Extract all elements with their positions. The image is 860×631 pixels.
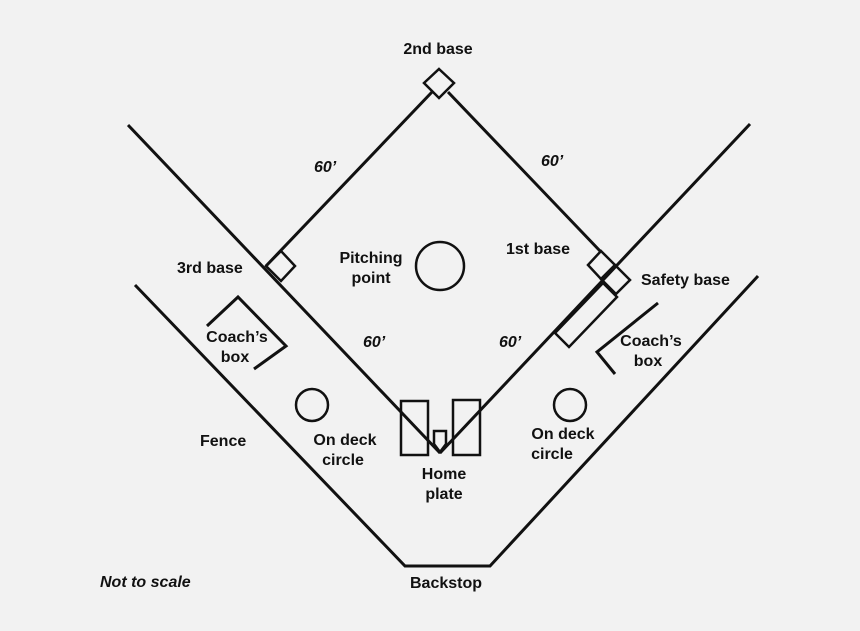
batters-box-left — [399, 399, 430, 457]
home-plate-label-line2: plate — [425, 486, 462, 503]
coach-box-left — [205, 294, 289, 371]
pitching-point-label-line2: point — [351, 270, 391, 287]
second-to-first-baseline — [446, 90, 603, 254]
safety-base-label: Safety base — [641, 272, 730, 289]
on-deck-left-label-line1: On deck — [313, 432, 376, 449]
fence-line — [133, 274, 760, 568]
second-base-label: 2nd base — [403, 41, 472, 58]
on-deck-left-label-line2: circle — [322, 452, 364, 469]
batters-box-right — [451, 398, 482, 457]
home-plate-label-line1: Home — [422, 466, 467, 483]
first-base-label: 1st base — [506, 241, 570, 258]
dimension-upper-right: 60’ — [541, 153, 564, 170]
third-to-second-baseline — [264, 90, 434, 268]
fence-label: Fence — [200, 433, 246, 450]
third-base — [264, 249, 297, 283]
coach-box-right-label-line1: Coach’s — [620, 333, 682, 350]
first-base-foul-line — [438, 122, 752, 455]
pitching-point-label-line1: Pitching — [339, 250, 402, 267]
dimension-upper-left: 60’ — [314, 159, 337, 176]
on-deck-right-label-line1: On deck — [531, 426, 594, 443]
coach-box-left-label-line2: box — [221, 349, 250, 366]
runner-lane — [553, 281, 619, 349]
first-base — [586, 249, 617, 281]
coach-box-left-label-line1: Coach’s — [206, 329, 268, 346]
home-plate — [432, 429, 448, 455]
safety-base — [599, 263, 632, 296]
backstop-label: Backstop — [410, 575, 482, 592]
not-to-scale-note: Not to scale — [100, 574, 191, 591]
third-base-label: 3rd base — [177, 260, 243, 277]
second-base — [422, 67, 456, 100]
pitching-point-circle — [414, 240, 466, 292]
dimension-lower-right: 60’ — [499, 334, 522, 351]
coach-box-right — [594, 301, 659, 375]
third-base-foul-line — [126, 123, 442, 455]
on-deck-circle-left — [294, 387, 330, 423]
on-deck-circle-right — [552, 387, 588, 423]
on-deck-right-label-line2: circle — [531, 446, 573, 463]
dimension-lower-left: 60’ — [363, 334, 386, 351]
coach-box-right-label-line2: box — [634, 353, 663, 370]
